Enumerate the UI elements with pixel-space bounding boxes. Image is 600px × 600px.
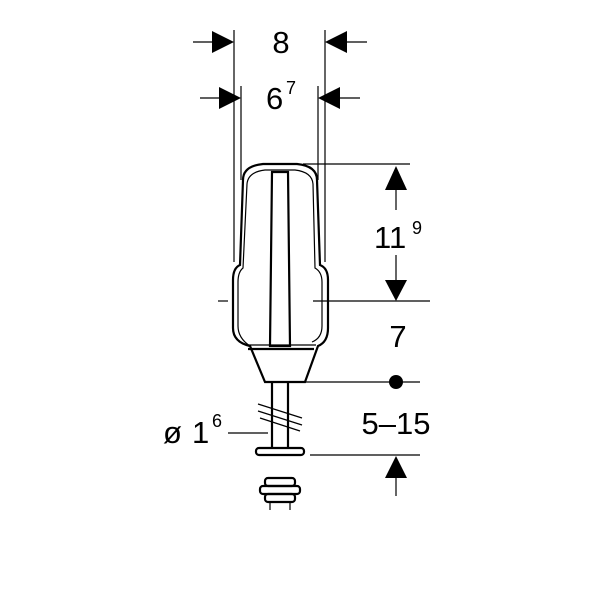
body-width-label: 6 [266, 81, 283, 116]
pipe-diameter-prefix: ø [163, 415, 182, 450]
head-height-superscript: 9 [412, 218, 422, 238]
pipe-fitting-nut [258, 476, 302, 510]
pipe-diameter-label: 1 [192, 415, 209, 450]
dimension-base-height: 7 [389, 319, 407, 389]
dimension-adjust-range: 5–15 [362, 406, 431, 496]
head-height-label: 11 [374, 220, 406, 255]
overall-width-label: 8 [272, 25, 289, 60]
dimension-body-width: 6 7 [200, 78, 360, 180]
connecting-pipe [254, 382, 306, 457]
flush-valve-body [231, 162, 330, 384]
base-height-label: 7 [389, 319, 406, 354]
adjust-range-label: 5–15 [362, 406, 431, 441]
datum-dot [389, 375, 403, 389]
dimension-overall-width: 8 [193, 25, 367, 262]
dimension-pipe-diameter: ø 1 6 [163, 411, 222, 450]
dimension-head-height: 11 9 [374, 166, 422, 301]
pipe-diameter-superscript: 6 [212, 411, 222, 431]
body-width-superscript: 7 [286, 78, 296, 98]
